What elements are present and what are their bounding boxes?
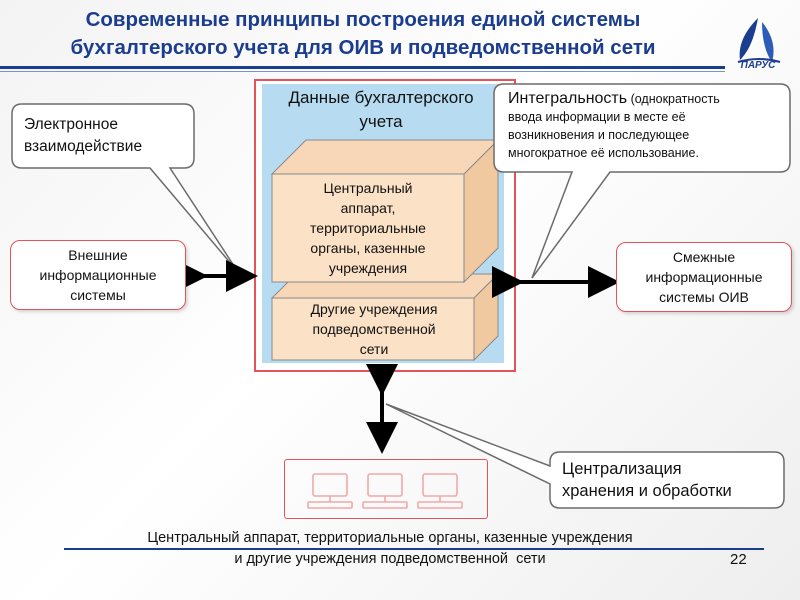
other-institutions-line: Другие учреждения bbox=[310, 301, 438, 317]
external-systems-box: Внешние информационные системы bbox=[10, 240, 186, 310]
title-divider-thin bbox=[0, 71, 725, 72]
parus-logo-icon bbox=[737, 18, 781, 63]
accounting-data-label: Данные бухгалтерского учета bbox=[256, 86, 506, 134]
callout-integrality-line: ввода информации в месте её bbox=[508, 110, 686, 124]
callout-integrality-title: Интегральность bbox=[508, 90, 628, 107]
callout-integrality-shape bbox=[493, 83, 791, 279]
adjacent-systems-line: Смежные bbox=[672, 249, 736, 265]
central-apparatus-line: Центральный bbox=[323, 180, 413, 196]
footer-caption-line-2: и другие учреждения подведомственной сет… bbox=[234, 551, 546, 567]
callout-electronic-line: Электронное bbox=[24, 116, 118, 133]
callout-centralization-shape bbox=[385, 403, 785, 509]
accounting-data-label-line-1: Данные бухгалтерского bbox=[288, 88, 474, 107]
other-institutions-line: подведомственной bbox=[312, 321, 436, 337]
page-number: 22 bbox=[730, 551, 747, 568]
central-apparatus-text: Центральный аппарат, территориальные орг… bbox=[276, 176, 460, 280]
computer-icon bbox=[307, 473, 353, 509]
central-apparatus-box bbox=[270, 138, 500, 284]
callout-integrality-line: многократное её использование. bbox=[508, 146, 699, 160]
callout-integrality: Интегральность (однократность ввода инфо… bbox=[508, 90, 784, 162]
callout-electronic: Электронное взаимодействие bbox=[24, 114, 142, 158]
callout-centralization: Централизация хранения и обработки bbox=[562, 458, 732, 502]
adjacent-systems-box: Смежные информационные системы ОИВ bbox=[616, 242, 792, 312]
logo-text: ПАРУС bbox=[740, 60, 776, 71]
central-apparatus-line: аппарат, bbox=[340, 200, 396, 216]
external-systems-line: системы bbox=[70, 287, 126, 303]
central-apparatus-line: органы, казенные bbox=[310, 240, 426, 256]
external-systems-line: Внешние bbox=[68, 247, 128, 263]
computer-icons bbox=[307, 473, 463, 509]
other-institutions-text: Другие учреждения подведомственной сети bbox=[276, 298, 472, 360]
institutions-terminals-frame bbox=[284, 459, 488, 519]
adjacent-systems-line: информационные bbox=[645, 269, 763, 285]
accounting-data-label-line-2: учета bbox=[359, 112, 403, 131]
callout-centralization-line: хранения и обработки bbox=[562, 482, 732, 500]
footer-caption-line-1: Центральный аппарат, территориальные орг… bbox=[147, 530, 633, 546]
footer-divider bbox=[64, 548, 764, 550]
adjacent-systems-line: системы ОИВ bbox=[659, 289, 749, 305]
external-systems-line: информационные bbox=[39, 267, 157, 283]
callout-electronic-shape bbox=[11, 103, 239, 273]
title-line-1: Современные принципы построения единой с… bbox=[85, 8, 641, 31]
computer-icon bbox=[362, 473, 408, 509]
callout-integrality-line: возникновения и последующее bbox=[508, 128, 690, 142]
other-institutions-line: сети bbox=[359, 341, 389, 357]
callout-integrality-line: (однократность bbox=[630, 92, 720, 106]
computer-icon bbox=[417, 473, 463, 509]
title-line-2: бухгалтерского учета для ОИВ и подведомс… bbox=[70, 36, 656, 59]
callout-electronic-line: взаимодействие bbox=[24, 138, 143, 155]
central-apparatus-line: учреждения bbox=[328, 260, 408, 276]
slide-title: Современные принципы построения единой с… bbox=[18, 6, 708, 62]
callout-centralization-line: Централизация bbox=[562, 460, 682, 478]
central-apparatus-line: территориальные bbox=[310, 220, 426, 236]
title-divider bbox=[0, 66, 725, 69]
footer-caption: Центральный аппарат, территориальные орг… bbox=[70, 528, 710, 570]
